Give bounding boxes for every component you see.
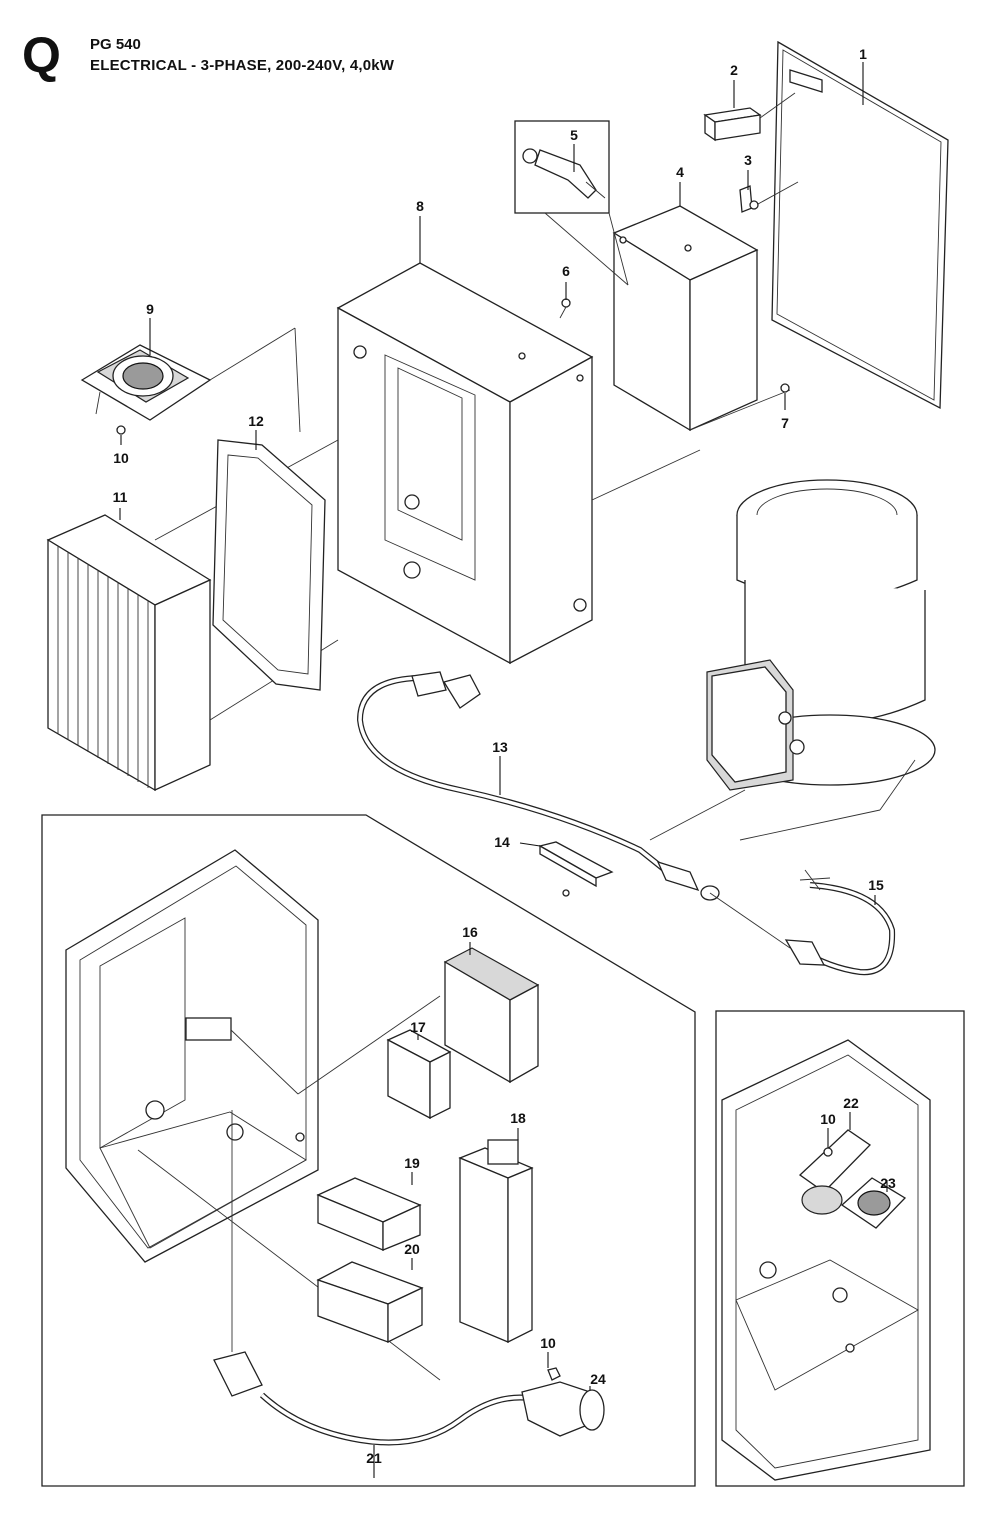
part-screw-variant bbox=[823, 1147, 833, 1157]
callout-22: 22 bbox=[843, 1095, 859, 1111]
part-fan-bracket bbox=[798, 1129, 872, 1215]
callout-16: 16 bbox=[462, 924, 478, 940]
part-nut-lower bbox=[547, 1367, 561, 1381]
part-fan bbox=[80, 327, 301, 435]
callout-15: 15 bbox=[868, 877, 884, 893]
part-bracket bbox=[538, 841, 614, 897]
part-grease-tube-inset bbox=[514, 120, 629, 286]
callout-12: 12 bbox=[248, 413, 264, 429]
part-gasket bbox=[212, 439, 326, 691]
part-enclosure-interior bbox=[65, 849, 441, 1381]
part-plug bbox=[521, 1381, 605, 1437]
callout-2: 2 bbox=[730, 62, 738, 78]
part-motor bbox=[706, 479, 936, 841]
callout-10-variant: 10 bbox=[820, 1111, 836, 1127]
callout-6: 6 bbox=[562, 263, 570, 279]
part-cover-box bbox=[612, 205, 791, 432]
leader-lines bbox=[119, 62, 888, 1478]
callout-8: 8 bbox=[416, 198, 424, 214]
callout-19: 19 bbox=[404, 1155, 420, 1171]
part-motor-cable bbox=[356, 671, 746, 901]
part-power-supply bbox=[443, 947, 540, 1084]
callout-11: 11 bbox=[113, 489, 128, 505]
callout-17: 17 bbox=[410, 1019, 426, 1035]
part-supply-cable bbox=[213, 1110, 541, 1446]
callout-20: 20 bbox=[404, 1241, 420, 1257]
callout-7: 7 bbox=[781, 415, 789, 431]
part-cover-panel bbox=[771, 40, 949, 410]
callout-14: 14 bbox=[494, 834, 510, 850]
part-screw-right bbox=[780, 383, 790, 393]
callout-18: 18 bbox=[510, 1110, 526, 1126]
part-contactor bbox=[316, 1261, 424, 1344]
diagram-title: ELECTRICAL - 3-PHASE, 200-240V, 4,0kW bbox=[90, 57, 395, 74]
part-connection-cable bbox=[709, 869, 896, 976]
callout-1: 1 bbox=[859, 46, 867, 62]
part-enclosure-variant bbox=[721, 1039, 931, 1481]
part-electrical-box bbox=[336, 262, 701, 665]
part-line-filter bbox=[458, 1139, 534, 1344]
part-relay bbox=[316, 1177, 422, 1251]
callout-24: 24 bbox=[590, 1371, 606, 1387]
section-letter: Q bbox=[22, 27, 61, 83]
model-name: PG 540 bbox=[90, 36, 141, 53]
part-circuit-breaker bbox=[386, 1029, 452, 1120]
part-cabinet-fan bbox=[840, 1177, 907, 1229]
callout-4: 4 bbox=[676, 164, 684, 180]
inset-frame-main bbox=[41, 814, 696, 1487]
callout-9: 9 bbox=[146, 301, 154, 317]
callout-21: 21 bbox=[366, 1450, 382, 1466]
part-screw-top bbox=[559, 298, 571, 319]
part-heat-sink bbox=[46, 439, 339, 792]
callout-23: 23 bbox=[880, 1175, 896, 1191]
part-clip bbox=[739, 181, 799, 213]
callout-10-filter: 10 bbox=[540, 1335, 556, 1351]
part-small-block bbox=[703, 92, 796, 142]
inset-frame-right bbox=[715, 1010, 965, 1487]
callout-labels: 1 2 3 4 5 6 7 8 9 10 11 12 13 14 15 16 1… bbox=[113, 46, 896, 1466]
callout-10-fan: 10 bbox=[113, 450, 129, 466]
callout-3: 3 bbox=[744, 152, 752, 168]
callout-5: 5 bbox=[570, 127, 578, 143]
callout-13: 13 bbox=[492, 739, 508, 755]
